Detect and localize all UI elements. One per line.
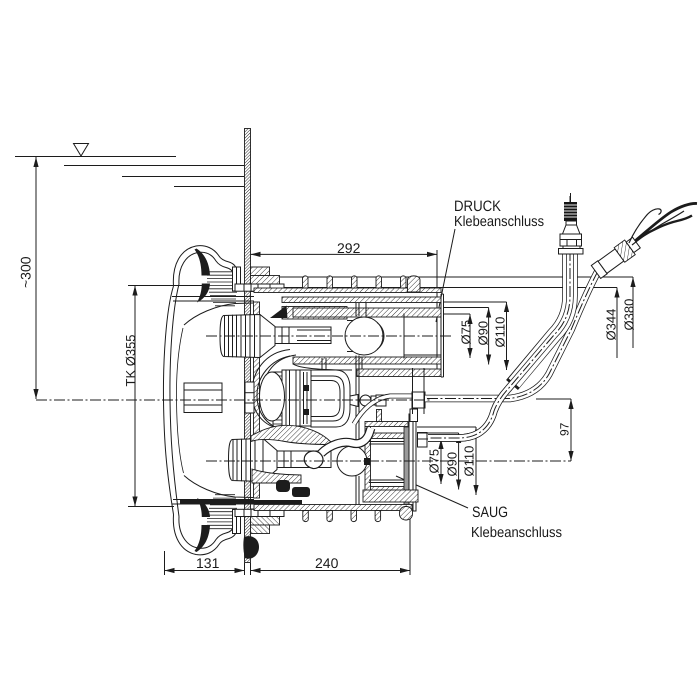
svg-text:Ø90: Ø90 — [476, 321, 491, 346]
svg-text:97: 97 — [558, 422, 572, 436]
svg-text:SAUG: SAUG — [472, 504, 508, 521]
svg-text:Klebeanschluss: Klebeanschluss — [454, 214, 544, 230]
svg-text:TK Ø355: TK Ø355 — [123, 334, 138, 386]
svg-text:Ø110: Ø110 — [493, 317, 508, 348]
svg-text:Klebeanschluss: Klebeanschluss — [471, 525, 562, 541]
svg-text:240: 240 — [315, 555, 339, 571]
svg-text:~300: ~300 — [18, 256, 34, 288]
svg-text:Ø380: Ø380 — [622, 299, 637, 331]
svg-text:DRUCK: DRUCK — [454, 198, 501, 215]
svg-text:131: 131 — [196, 555, 220, 571]
svg-text:Ø344: Ø344 — [604, 309, 619, 341]
svg-text:Ø90: Ø90 — [445, 452, 460, 477]
svg-text:Ø75: Ø75 — [427, 449, 442, 474]
svg-text:Ø75: Ø75 — [459, 320, 474, 345]
svg-text:292: 292 — [337, 240, 361, 256]
